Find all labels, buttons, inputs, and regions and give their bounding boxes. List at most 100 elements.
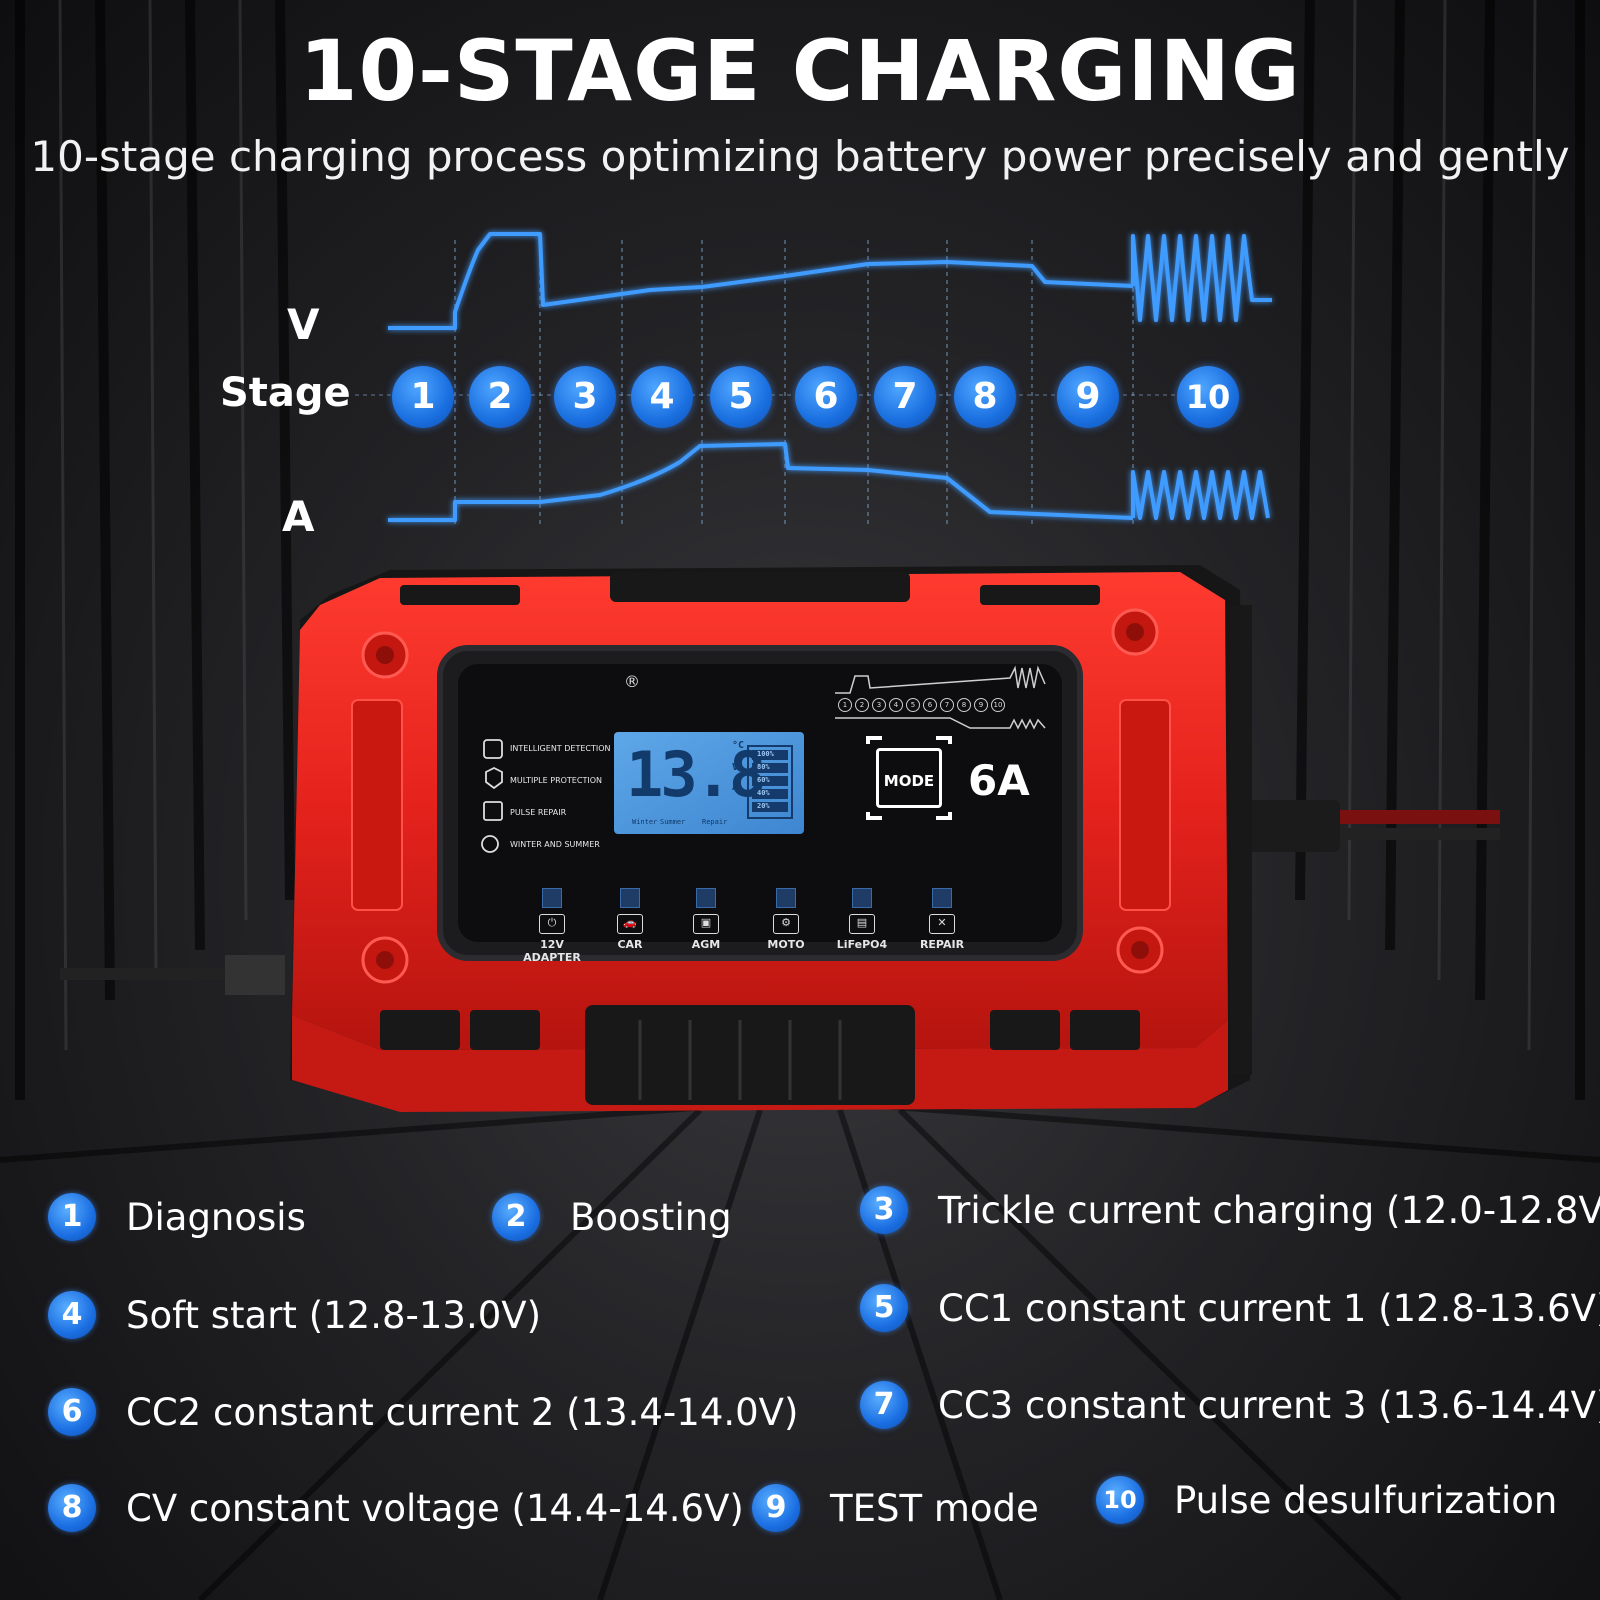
feature-label: PULSE REPAIR	[510, 808, 567, 817]
mini-stage-circle: 8	[957, 698, 971, 712]
feature-label: MULTIPLE PROTECTION	[510, 776, 602, 785]
legend-item: 7 CC3 constant current 3 (13.6-14.4V)	[860, 1381, 1600, 1429]
legend-number: 7	[860, 1381, 908, 1429]
stage-circle: 9	[1057, 366, 1119, 428]
legend-text: Soft start (12.8-13.0V)	[126, 1293, 542, 1337]
mode-indicator-led	[852, 888, 872, 908]
legend-number: 4	[48, 1291, 96, 1339]
output-cable-right	[1230, 800, 1500, 852]
legend-text: Diagnosis	[126, 1195, 306, 1239]
legend-item: 4 Soft start (12.8-13.0V)	[48, 1291, 541, 1339]
lcd-battery-level: 20%	[757, 802, 770, 810]
mode-button[interactable]: MODE	[876, 748, 942, 808]
subtitle: 10-stage charging process optimizing bat…	[30, 132, 1570, 181]
mini-stage-circle: 4	[889, 698, 903, 712]
registered-mark: ®	[624, 672, 640, 691]
main-title: 10-STAGE CHARGING	[299, 22, 1301, 120]
stage-circle: 2	[469, 366, 531, 428]
axis-stage-label: Stage	[220, 370, 351, 416]
charging-mode[interactable]: ⚙ MOTO	[746, 888, 826, 951]
mode-icon: ✕	[929, 914, 955, 934]
mini-stage-circle: 10	[991, 698, 1005, 712]
stage-circle: 4	[631, 366, 693, 428]
legend-text: CC2 constant current 2 (13.4-14.0V)	[126, 1390, 799, 1434]
legend-number: 5	[860, 1284, 908, 1332]
lcd-unit-volt: V	[732, 762, 739, 773]
mini-stage-circle: 2	[855, 698, 869, 712]
lcd-value: 13.8	[626, 738, 766, 811]
stage-circle: 7	[874, 366, 936, 428]
power-cable-left	[60, 955, 285, 995]
mode-label: REPAIR	[919, 938, 965, 951]
mini-stage-circle: 1	[838, 698, 852, 712]
legend-number: 2	[492, 1193, 540, 1241]
mode-indicator-led	[542, 888, 562, 908]
charging-mode[interactable]: 🚗 CAR	[590, 888, 670, 951]
feature-label: WINTER AND SUMMER	[510, 840, 600, 849]
mode-label: AGM	[691, 938, 721, 951]
stage-circle: 1	[392, 366, 454, 428]
legend-text: CC1 constant current 1 (12.8-13.6V)	[938, 1286, 1600, 1330]
mode-icon: ⚙	[773, 914, 799, 934]
legend-item: 6 CC2 constant current 2 (13.4-14.0V)	[48, 1388, 798, 1436]
charging-mode[interactable]: ✕ REPAIR	[902, 888, 982, 951]
amperage-label: 6A	[968, 756, 1030, 805]
lcd-season-label: Repair	[702, 818, 728, 826]
mini-stage-circle: 5	[906, 698, 920, 712]
lcd-battery-level: 80%	[757, 763, 770, 771]
mini-stage-circle: 3	[872, 698, 886, 712]
axis-voltage-label: V	[287, 300, 320, 349]
mode-icon: ▤	[849, 914, 875, 934]
charging-mode[interactable]: ▤ LiFePO4	[822, 888, 902, 951]
lcd-battery-level: 100%	[757, 750, 774, 758]
stage-circle: 6	[795, 366, 857, 428]
legend-text: CC3 constant current 3 (13.6-14.4V)	[938, 1383, 1600, 1427]
mode-indicator-led	[696, 888, 716, 908]
stage-circle: 8	[954, 366, 1016, 428]
mode-icon: 🚗	[617, 914, 643, 934]
legend-item: 5 CC1 constant current 1 (12.8-13.6V)	[860, 1284, 1600, 1332]
mode-indicator-led	[776, 888, 796, 908]
legend-item: 3 Trickle current charging (12.0-12.8V)	[860, 1186, 1600, 1234]
mode-label: CAR	[617, 938, 643, 951]
lcd-season-label: Winter	[632, 818, 658, 826]
mode-indicator-led	[620, 888, 640, 908]
legend-item: 2 Boosting	[492, 1193, 732, 1241]
mode-label: LiFePO4	[836, 938, 888, 951]
axis-current-label: A	[282, 492, 315, 541]
legend-number: 3	[860, 1186, 908, 1234]
mini-stage-circle: 9	[974, 698, 988, 712]
mode-label: 12V ADAPTER	[523, 938, 581, 964]
legend-item: 10 Pulse desulfurization	[1096, 1476, 1557, 1524]
legend-text: Boosting	[570, 1195, 732, 1239]
lcd-battery-level: 60%	[757, 776, 770, 784]
mode-indicator-led	[932, 888, 952, 908]
lcd-unit-amp: A	[732, 782, 739, 793]
lcd-season-label: Summer	[660, 818, 686, 826]
charging-mode[interactable]: ⏻ 12V ADAPTER	[512, 888, 592, 964]
legend-text: Trickle current charging (12.0-12.8V)	[938, 1188, 1600, 1232]
charging-mode[interactable]: ▣ AGM	[666, 888, 746, 951]
legend-item: 9 TEST mode	[752, 1484, 1039, 1532]
lcd-battery-level: 40%	[757, 789, 770, 797]
legend-number: 1	[48, 1193, 96, 1241]
mode-icon: ⏻	[539, 914, 565, 934]
lcd-unit-celsius: °C	[732, 740, 745, 751]
mode-icon: ▣	[693, 914, 719, 934]
stage-circle: 5	[710, 366, 772, 428]
mode-label: MOTO	[767, 938, 805, 951]
legend-number: 6	[48, 1388, 96, 1436]
legend-text: Pulse desulfurization	[1174, 1478, 1558, 1522]
feature-label: INTELLIGENT DETECTION	[510, 744, 611, 753]
legend-number: 10	[1096, 1476, 1144, 1524]
legend-number: 9	[752, 1484, 800, 1532]
stage-circle: 10	[1177, 366, 1239, 428]
legend-number: 8	[48, 1484, 96, 1532]
mini-stage-circle: 7	[940, 698, 954, 712]
stage-circle: 3	[554, 366, 616, 428]
legend-text: TEST mode	[830, 1486, 1039, 1530]
